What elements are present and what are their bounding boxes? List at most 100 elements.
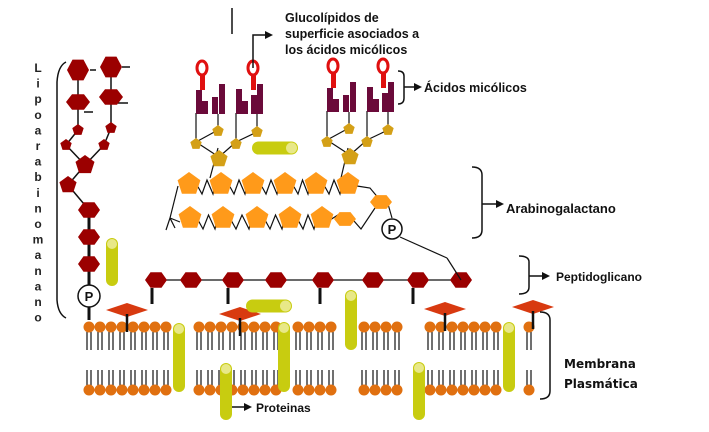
arabinogalactan-pentagon	[209, 172, 233, 194]
arabinogalactan-pentagon	[336, 172, 360, 194]
mycolic-sugar	[382, 124, 394, 135]
lam-bracket	[56, 61, 67, 319]
proteinas-arrow-head	[244, 403, 252, 411]
protein	[413, 362, 425, 420]
mycolic-acid-bar	[212, 97, 218, 114]
mycolic-stem	[195, 112, 258, 142]
lipid-head-inner	[369, 384, 381, 396]
phosphate-ag: P	[381, 218, 403, 240]
lipoarabinomanano-letter: r	[36, 139, 41, 153]
mycolic-acid-bar	[236, 89, 242, 114]
lam-pentagon	[75, 155, 95, 174]
arabinogalactan-chain	[177, 172, 392, 228]
protein-highlight	[286, 142, 297, 154]
lipid-head-inner	[424, 384, 436, 396]
lipid-head-outer	[292, 321, 304, 333]
mycolic-acid-cluster	[190, 59, 263, 167]
lipoarabinomanano-letter: o	[34, 311, 41, 325]
lipid-head-inner	[435, 384, 447, 396]
glucolipidos-label-2: superficie asociados a	[285, 27, 420, 41]
protein	[278, 322, 290, 392]
glycolipid-head	[326, 57, 340, 75]
lipid-head-outer	[358, 321, 370, 333]
protein	[345, 290, 357, 350]
lipid-head-inner	[116, 384, 128, 396]
lam-pentagon	[72, 124, 84, 135]
peptidoglycan-hexagon	[407, 272, 429, 288]
lipid-head-outer	[446, 321, 458, 333]
glycolipid-stalk	[331, 72, 336, 88]
acidos-micolicos-label: Ácidos micólicos	[424, 80, 527, 95]
lipid-head-inner	[193, 384, 205, 396]
glucolipidos-label-3: los ácidos micólicos	[285, 43, 407, 57]
arabinogalactan-pentagon	[177, 172, 201, 194]
protein-highlight	[221, 364, 231, 374]
lipoarabinomanano-letter: i	[36, 186, 39, 200]
glucolipidos-arrow-head	[265, 31, 273, 39]
lipoarabinomanano-letter: L	[34, 61, 41, 75]
protein	[173, 323, 185, 392]
lipoarabinomanano-letter: a	[35, 248, 42, 262]
lipoarabinomanano-structure	[65, 66, 130, 211]
peptidoglycan-hexagon	[222, 272, 244, 288]
ag-branch-left	[165, 185, 181, 231]
lam-pentagon	[105, 122, 117, 133]
lipoarabinomanano-letter: n	[34, 201, 41, 215]
mycolic-acid-bar	[327, 88, 333, 112]
glucolipidos-label-1: Glucolípidos de	[285, 11, 379, 25]
lipid-head-outer	[303, 321, 315, 333]
protein-highlight	[174, 324, 184, 334]
peptidoglycan-chain	[145, 272, 472, 304]
peptidoglycan-hexagon	[180, 272, 202, 288]
glycolipid-head	[195, 59, 209, 77]
phosphate-lam: P	[77, 284, 101, 308]
mycolic-sugar	[212, 125, 224, 136]
lipid-head-outer	[226, 321, 238, 333]
peptidoglycan-hexagon	[362, 272, 384, 288]
lipid-head-inner	[490, 384, 502, 396]
lipoarabinomanano-letter: a	[35, 123, 42, 137]
peptidoglicano-bracket	[518, 255, 530, 295]
mycolic-sugar	[190, 138, 202, 149]
mycolic-acid-bar	[242, 101, 248, 114]
arabinogalactan-pentagon	[211, 206, 235, 228]
pg-ag-link	[446, 257, 462, 281]
lipid-head-outer	[83, 321, 95, 333]
protein-highlight	[414, 363, 424, 373]
protein-highlight	[346, 291, 356, 301]
arabinogalactan-hexagon	[334, 212, 356, 226]
lipid-head-outer	[479, 321, 491, 333]
lipid-head-outer	[391, 321, 403, 333]
lipid-head-inner	[325, 384, 337, 396]
ag-right-links	[329, 185, 393, 230]
lipid-head-outer	[105, 321, 117, 333]
mycolic-link	[326, 127, 389, 156]
mycolic-acid-cluster	[321, 57, 394, 165]
mycolic-acid-bar	[350, 82, 356, 112]
lipoarabinomanano-letter: o	[34, 108, 41, 122]
arabinogalactan-pentagon	[310, 206, 334, 228]
mycolic-acid-bar	[251, 95, 257, 114]
lipid-head-outer	[204, 321, 216, 333]
mycolic-acid-bar	[388, 82, 394, 112]
mycolic-acids	[190, 57, 394, 167]
lipid-head-outer	[325, 321, 337, 333]
glucolipidos-arrow-line	[252, 34, 265, 68]
lipid-head-inner	[523, 384, 535, 396]
proteins	[106, 141, 515, 420]
lipoarabinomanano-letter: n	[34, 295, 41, 309]
lipid-head-inner	[149, 384, 161, 396]
peptidoglycan-hexagon	[145, 272, 167, 288]
lam-hexagon	[67, 59, 89, 81]
lam-hexagon	[99, 89, 123, 105]
mycolic-acid-bar	[343, 95, 349, 112]
lipoarabinomanano-letter: i	[36, 77, 39, 91]
arabinogalactan-pentagon	[241, 172, 265, 194]
lipid-head-outer	[94, 321, 106, 333]
lipid-head-inner	[259, 384, 271, 396]
glycolipid-stalk	[381, 72, 386, 88]
lam-hexagon	[66, 94, 90, 110]
protein-highlight	[107, 239, 117, 249]
lam-hexagon	[78, 229, 100, 245]
